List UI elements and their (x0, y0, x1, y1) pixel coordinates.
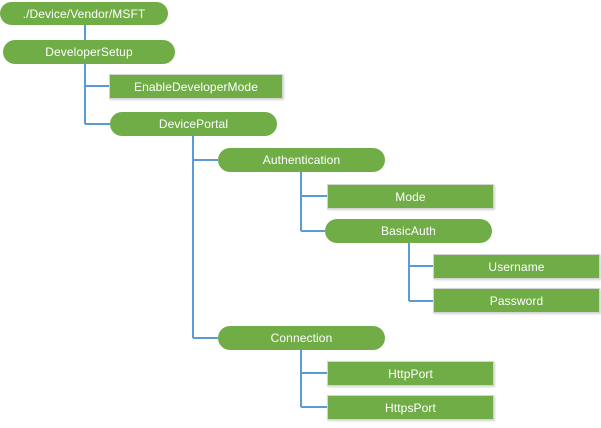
node-authentication-label: Authentication (262, 153, 341, 167)
node-mode[interactable]: Mode (327, 184, 494, 209)
node-httpport-label: HttpPort (388, 366, 433, 381)
node-password-label: Password (489, 293, 544, 308)
node-httpport[interactable]: HttpPort (327, 361, 494, 386)
node-deviceportal[interactable]: DevicePortal (110, 112, 277, 136)
node-username-label: Username (488, 259, 545, 274)
node-developersetup-label: DeveloperSetup (45, 45, 133, 59)
node-authentication[interactable]: Authentication (218, 148, 385, 172)
node-password[interactable]: Password (433, 288, 600, 313)
node-connection-label: Connection (270, 331, 333, 345)
node-root[interactable]: ./Device/Vendor/MSFT (0, 2, 168, 25)
node-basicauth-label: BasicAuth (381, 224, 436, 238)
node-basicauth[interactable]: BasicAuth (325, 219, 492, 243)
node-httpsport-label: HttpsPort (385, 400, 436, 415)
node-mode-label: Mode (395, 189, 426, 204)
node-enabledevelopermode-label: EnableDeveloperMode (134, 79, 258, 94)
node-deviceportal-label: DevicePortal (158, 117, 229, 131)
node-developersetup[interactable]: DeveloperSetup (3, 40, 175, 64)
node-httpsport[interactable]: HttpsPort (327, 395, 494, 420)
node-root-label: ./Device/Vendor/MSFT (22, 6, 146, 21)
node-enabledevelopermode[interactable]: EnableDeveloperMode (109, 74, 283, 99)
node-connection[interactable]: Connection (218, 326, 385, 350)
node-username[interactable]: Username (433, 254, 600, 279)
